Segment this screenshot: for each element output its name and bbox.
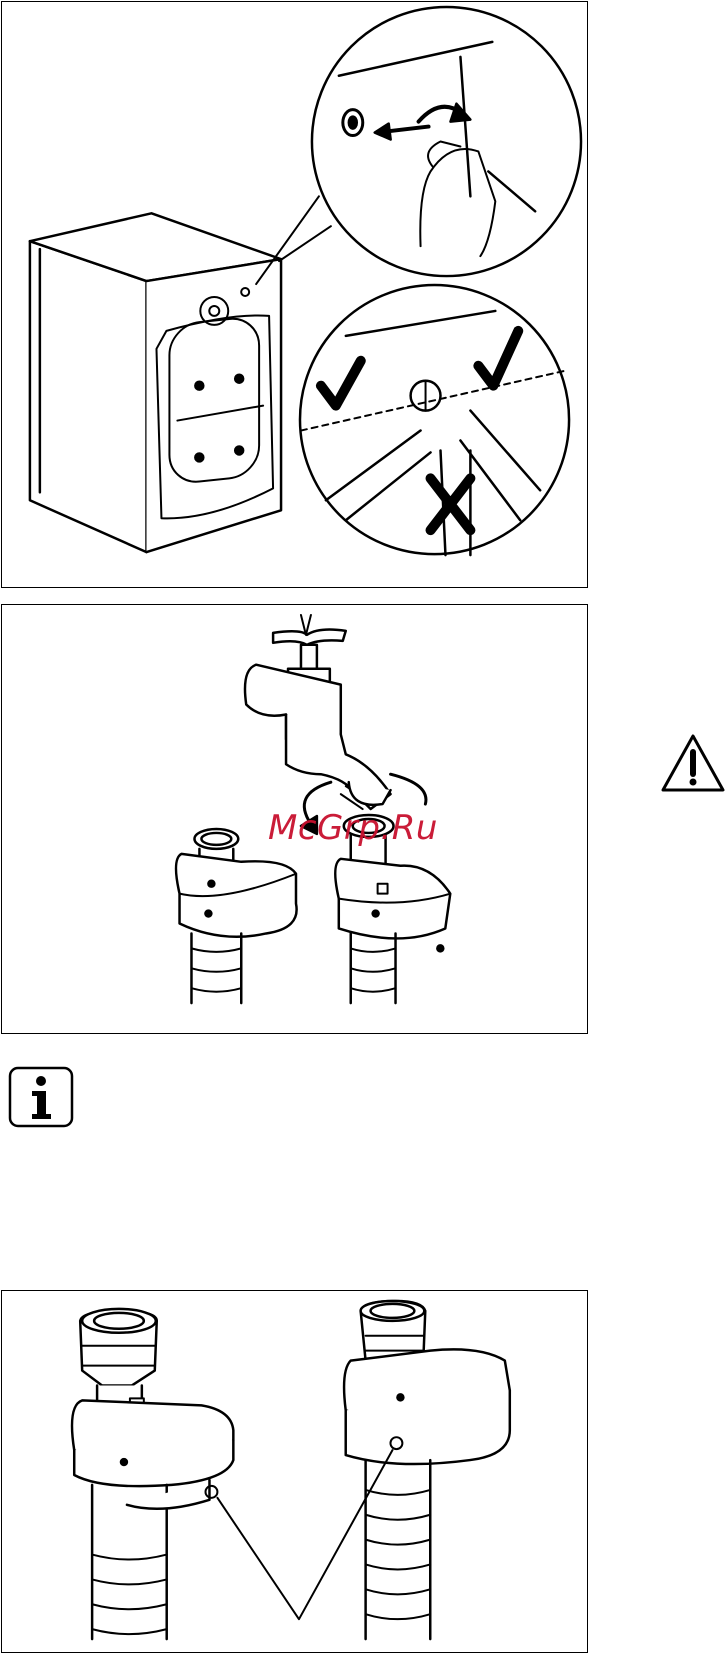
detail-circle-top — [312, 7, 581, 276]
info-icon — [8, 1066, 74, 1128]
watermark-text: McGrp.Ru — [268, 808, 438, 848]
tap-handle — [273, 630, 346, 645]
warning-icon — [660, 732, 726, 794]
figure-inlet-hose-installation — [1, 1, 588, 588]
machine-body — [30, 241, 147, 552]
washing-machine-illustration — [2, 2, 587, 587]
hose-valve-illustration — [2, 1291, 587, 1652]
figure-hose-safety-valve — [1, 1290, 588, 1653]
detail-circle-bottom — [300, 285, 569, 554]
